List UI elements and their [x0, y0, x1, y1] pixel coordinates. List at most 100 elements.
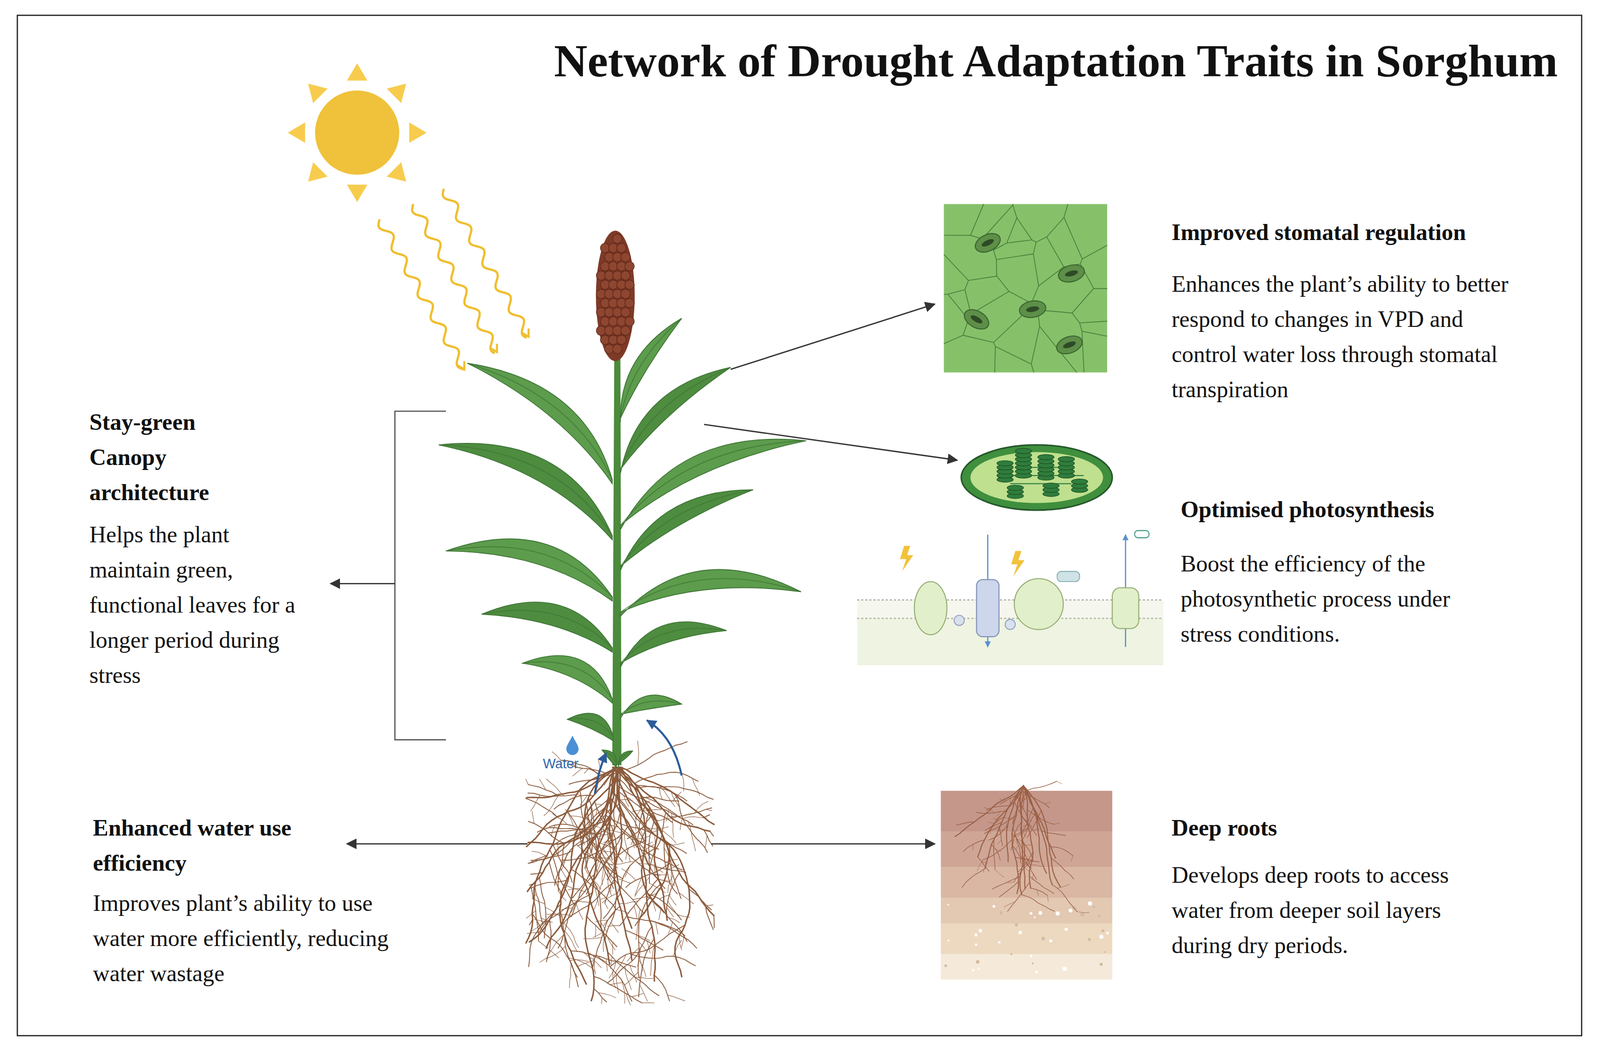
pebble [1035, 970, 1038, 974]
root [605, 887, 620, 941]
root [1025, 844, 1032, 846]
root [1032, 874, 1034, 881]
sun-ray [307, 162, 328, 182]
root [983, 807, 995, 814]
sun-icon [287, 63, 427, 202]
root [634, 905, 637, 919]
pebble [975, 960, 980, 964]
root [549, 950, 559, 959]
root-system [525, 740, 715, 1005]
chloroplast-envelope [961, 444, 1113, 511]
root [972, 844, 974, 851]
root [654, 835, 656, 854]
atp-synthase [1112, 587, 1139, 629]
root [631, 954, 696, 967]
root [632, 893, 657, 900]
carrier [1004, 619, 1015, 630]
grain [624, 280, 635, 290]
light-ray [412, 203, 496, 354]
leaf-midrib [438, 444, 613, 536]
stoma-pore [1064, 269, 1079, 278]
root [1033, 829, 1040, 831]
root [616, 975, 619, 994]
atp-symbol [1134, 530, 1149, 538]
guard-cells [1017, 298, 1048, 320]
root [672, 842, 685, 846]
pebble [974, 933, 978, 937]
root [617, 785, 694, 825]
root [665, 859, 678, 863]
root [649, 920, 697, 949]
pebble [1101, 929, 1105, 933]
root [642, 796, 679, 802]
root [653, 874, 666, 876]
leaf [620, 439, 807, 530]
trait-description: Improves plant’s ability to use water mo… [92, 885, 410, 992]
pebble [974, 943, 978, 947]
root [543, 795, 558, 816]
root [1023, 785, 1056, 859]
pebble [1049, 939, 1053, 943]
pebble [1103, 951, 1106, 953]
root [962, 868, 986, 888]
root [612, 790, 645, 828]
bracket [394, 411, 446, 740]
thylakoid-disc [996, 460, 1014, 467]
trait-description: Enhances the plant’s ability to better r… [1171, 266, 1534, 408]
root [638, 848, 682, 871]
trait-text-block: Deep rootsDevelops deep roots to access … [1171, 810, 1483, 964]
pebble [992, 904, 996, 908]
pebble [1014, 923, 1018, 927]
light-bolt [899, 545, 913, 572]
root [1010, 822, 1022, 851]
root [666, 906, 674, 918]
trait-text-block: Enhanced water use efficiencyImproves pl… [92, 810, 415, 992]
root [560, 868, 567, 879]
root [614, 767, 655, 982]
root [668, 894, 676, 905]
root [638, 801, 650, 807]
panicle [596, 230, 635, 362]
light-ray-head [489, 344, 497, 353]
root [583, 952, 602, 969]
frame-border [17, 15, 1582, 1036]
stroma [970, 451, 1103, 504]
grain [620, 252, 631, 263]
root [613, 767, 691, 977]
pebble [1038, 910, 1043, 916]
root [616, 767, 711, 832]
root [606, 934, 616, 951]
trait-heading: Improved stomatal regulation [1171, 214, 1559, 251]
sorghum-plant [438, 230, 807, 768]
leaf-midrib [445, 546, 613, 598]
root [607, 952, 659, 996]
guard-cells [961, 305, 993, 334]
root [985, 785, 1024, 869]
carrier [954, 615, 965, 626]
root [1027, 781, 1057, 791]
root [539, 946, 566, 963]
root [993, 839, 996, 870]
trait-description: Helps the plant maintain green, function… [89, 517, 311, 694]
root [585, 868, 599, 889]
root [679, 932, 682, 951]
root [546, 779, 564, 796]
root [567, 810, 608, 872]
guard-cells [972, 230, 1004, 257]
root [569, 963, 572, 988]
root [1018, 807, 1023, 813]
pebble [999, 911, 1003, 915]
root [586, 803, 593, 852]
root [704, 815, 710, 818]
sun-ray [386, 162, 407, 182]
root [671, 813, 674, 838]
leaf [618, 750, 633, 768]
leader-arrow [711, 843, 935, 845]
leaf-midrib [522, 661, 613, 700]
root [659, 894, 671, 899]
pebble [1033, 916, 1036, 919]
root [595, 920, 608, 922]
pebble [1087, 938, 1091, 942]
root [596, 954, 607, 962]
root [583, 937, 602, 940]
